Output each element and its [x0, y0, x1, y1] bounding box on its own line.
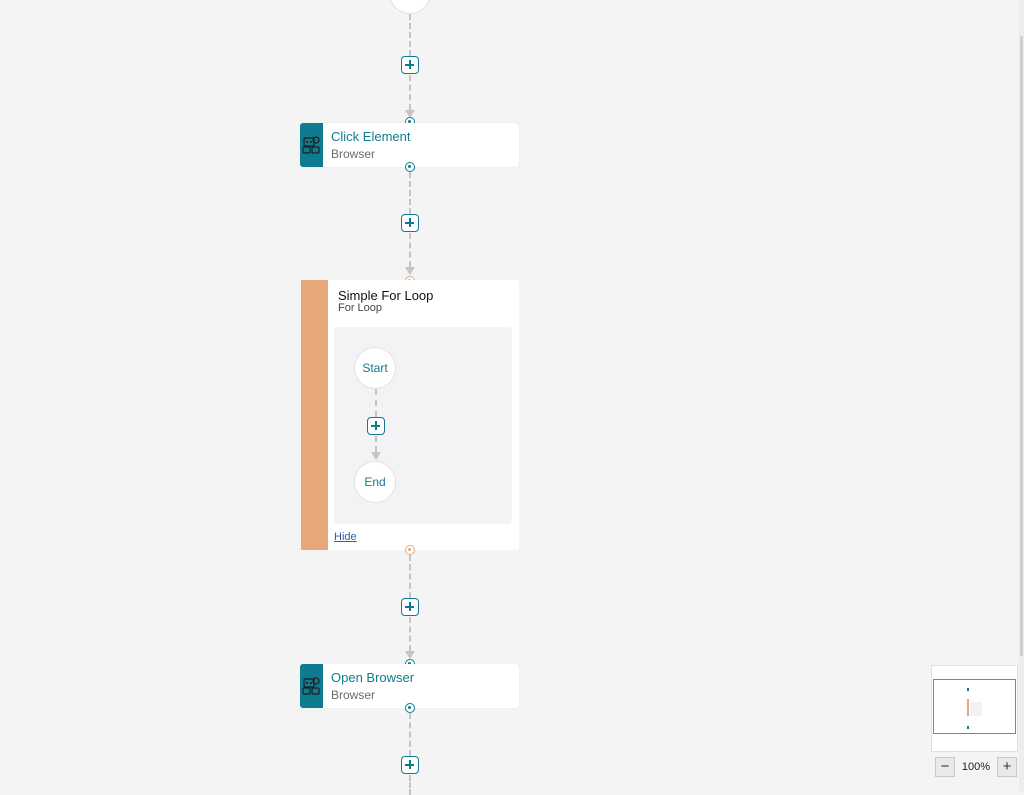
- minimap-viewport[interactable]: [933, 679, 1016, 734]
- node-icon-strip: [300, 123, 323, 167]
- add-step-button[interactable]: [401, 56, 419, 74]
- connector-line: [409, 75, 411, 110]
- click-element-node[interactable]: Click Element Browser: [300, 123, 519, 167]
- node-title: Open Browser: [331, 670, 415, 685]
- minimap-loop: [967, 699, 969, 716]
- simple-for-loop-container[interactable]: Simple For Loop For Loop Hide: [301, 280, 519, 550]
- minimap[interactable]: [931, 665, 1018, 752]
- connector-line: [375, 436, 377, 452]
- add-loop-step-button[interactable]: [367, 417, 385, 435]
- add-step-button[interactable]: [401, 214, 419, 232]
- zoom-in-button[interactable]: +: [997, 757, 1017, 777]
- connector-arrow: [371, 452, 381, 460]
- connector-arrow: [405, 267, 415, 275]
- add-step-button[interactable]: [401, 598, 419, 616]
- connector-line: [409, 555, 411, 598]
- scrollbar-thumb[interactable]: [1020, 36, 1023, 656]
- zoom-out-button[interactable]: −: [935, 757, 955, 777]
- output-port[interactable]: [405, 162, 415, 172]
- connector-arrow: [405, 651, 415, 659]
- browser-robot-icon: [302, 136, 320, 154]
- add-step-button[interactable]: [401, 756, 419, 774]
- loop-subtitle: For Loop: [338, 302, 383, 314]
- connector-line: [375, 389, 377, 417]
- connector-line: [409, 775, 411, 795]
- hide-loop-link[interactable]: Hide: [334, 531, 357, 543]
- node-subtitle: Browser: [331, 147, 376, 161]
- node-subtitle: Browser: [331, 688, 376, 702]
- vertical-scrollbar[interactable]: [1019, 0, 1024, 792]
- loop-start-node[interactable]: Start: [354, 347, 396, 389]
- node-icon-strip: [300, 664, 323, 708]
- loop-end-node[interactable]: End: [354, 461, 396, 503]
- connector-line: [409, 172, 411, 214]
- minimap-loop-body: [970, 702, 982, 716]
- minimap-node: [967, 688, 969, 691]
- connector-line: [409, 713, 411, 756]
- connector-line: [409, 233, 411, 267]
- open-browser-node[interactable]: Open Browser Browser: [300, 664, 519, 708]
- minimap-node: [967, 726, 969, 729]
- connector-line: [409, 14, 411, 56]
- loop-output-port[interactable]: [405, 545, 415, 555]
- loop-accent-bar: [301, 280, 328, 550]
- loop-title: Simple For Loop: [338, 288, 434, 303]
- browser-robot-icon: [302, 677, 320, 695]
- connector-arrow: [405, 110, 415, 118]
- output-port[interactable]: [405, 703, 415, 713]
- zoom-level: 100%: [961, 761, 991, 773]
- previous-node-circle[interactable]: [389, 0, 431, 14]
- node-title: Click Element: [331, 129, 411, 144]
- connector-line: [409, 617, 411, 651]
